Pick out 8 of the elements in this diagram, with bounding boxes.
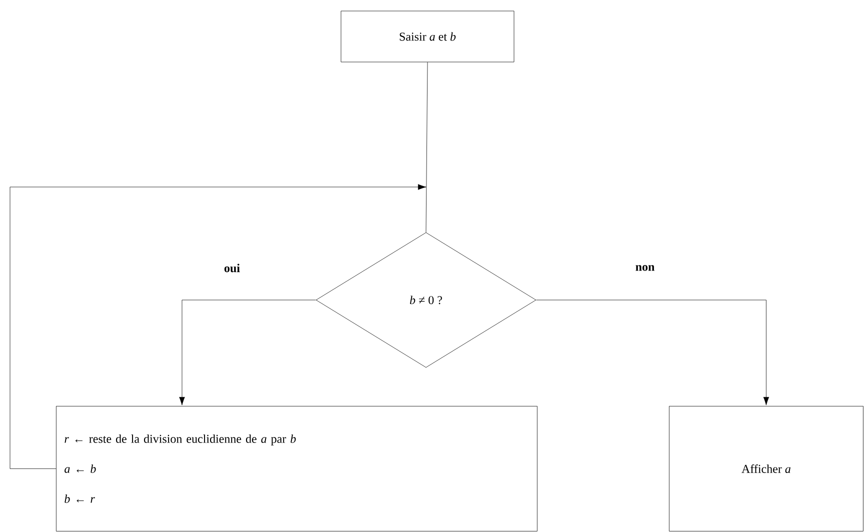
edge-label: oui xyxy=(224,264,240,272)
process-box: Afficher a xyxy=(669,406,864,532)
arrow xyxy=(536,300,770,406)
arrow xyxy=(10,184,426,469)
process-box: r ← reste de la division euclidienne de a par b a ← b b ← r xyxy=(56,406,538,532)
edge-label: non xyxy=(636,265,654,271)
process-box: Saisir a et b xyxy=(340,10,514,62)
arrow xyxy=(179,300,316,406)
